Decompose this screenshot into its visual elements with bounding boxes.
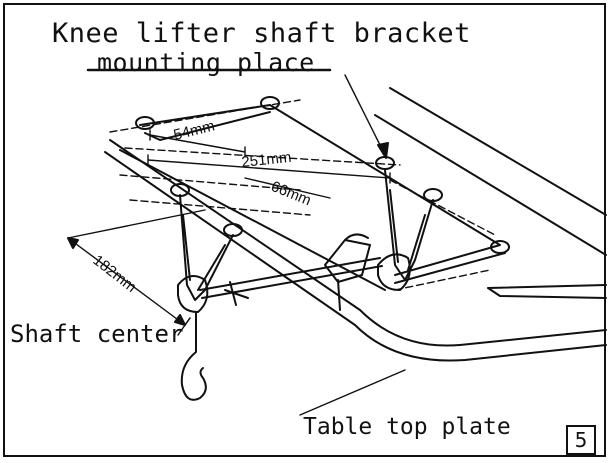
ref-line-1 [109, 99, 301, 133]
rail-front [119, 149, 386, 291]
bracket-label-line2: mounting place [97, 48, 315, 77]
dim-line-54 [149, 134, 246, 153]
cap-1 [135, 116, 155, 130]
left-hub [177, 275, 209, 313]
left-bracket [179, 194, 234, 301]
figure-number: 5 [566, 425, 596, 455]
shaft-center-label: Shaft center [10, 320, 184, 348]
table-edge-top [389, 87, 607, 216]
right-hub [377, 253, 411, 291]
figure-frame [3, 3, 606, 457]
dim-label-54: 54mm [172, 117, 217, 144]
arrow-182-top [67, 237, 79, 249]
dim-line-182 [67, 237, 186, 326]
arrow-bracket [377, 142, 389, 159]
table-top-label: Table top plate [303, 414, 511, 440]
table-front-edge-2 [104, 151, 607, 362]
dim-line-66 [244, 177, 331, 199]
dim-label-66: 66mm [269, 178, 314, 209]
ref-line-5 [389, 179, 496, 236]
cap-2 [260, 96, 280, 110]
shaft-clamp [324, 233, 371, 283]
rail-bottom [394, 252, 506, 284]
ref-line-4 [129, 199, 311, 216]
dim-ticks [147, 129, 391, 184]
arrow-182-bottom [174, 314, 186, 326]
dim-label-251: 251mm [241, 149, 293, 171]
table-edge-mid [374, 114, 607, 256]
bracket-label-line1: Knee lifter shaft bracket [52, 18, 471, 49]
ref-line-3 [119, 174, 301, 191]
bolt-left [224, 281, 249, 306]
dim-label-182: 182mm [90, 252, 140, 296]
right-bracket [384, 169, 434, 281]
ref-line-6 [394, 269, 491, 291]
hook [180, 311, 207, 401]
ref-line-2 [124, 147, 401, 166]
clamp-pin [337, 279, 341, 311]
table-front-edge [109, 139, 607, 347]
leader-table-top [299, 369, 406, 416]
leader-bracket [344, 74, 386, 156]
dim-line-251 [147, 159, 391, 179]
leader-shaft-center [177, 317, 191, 336]
cap-3 [490, 240, 510, 254]
table-slot [487, 284, 607, 299]
